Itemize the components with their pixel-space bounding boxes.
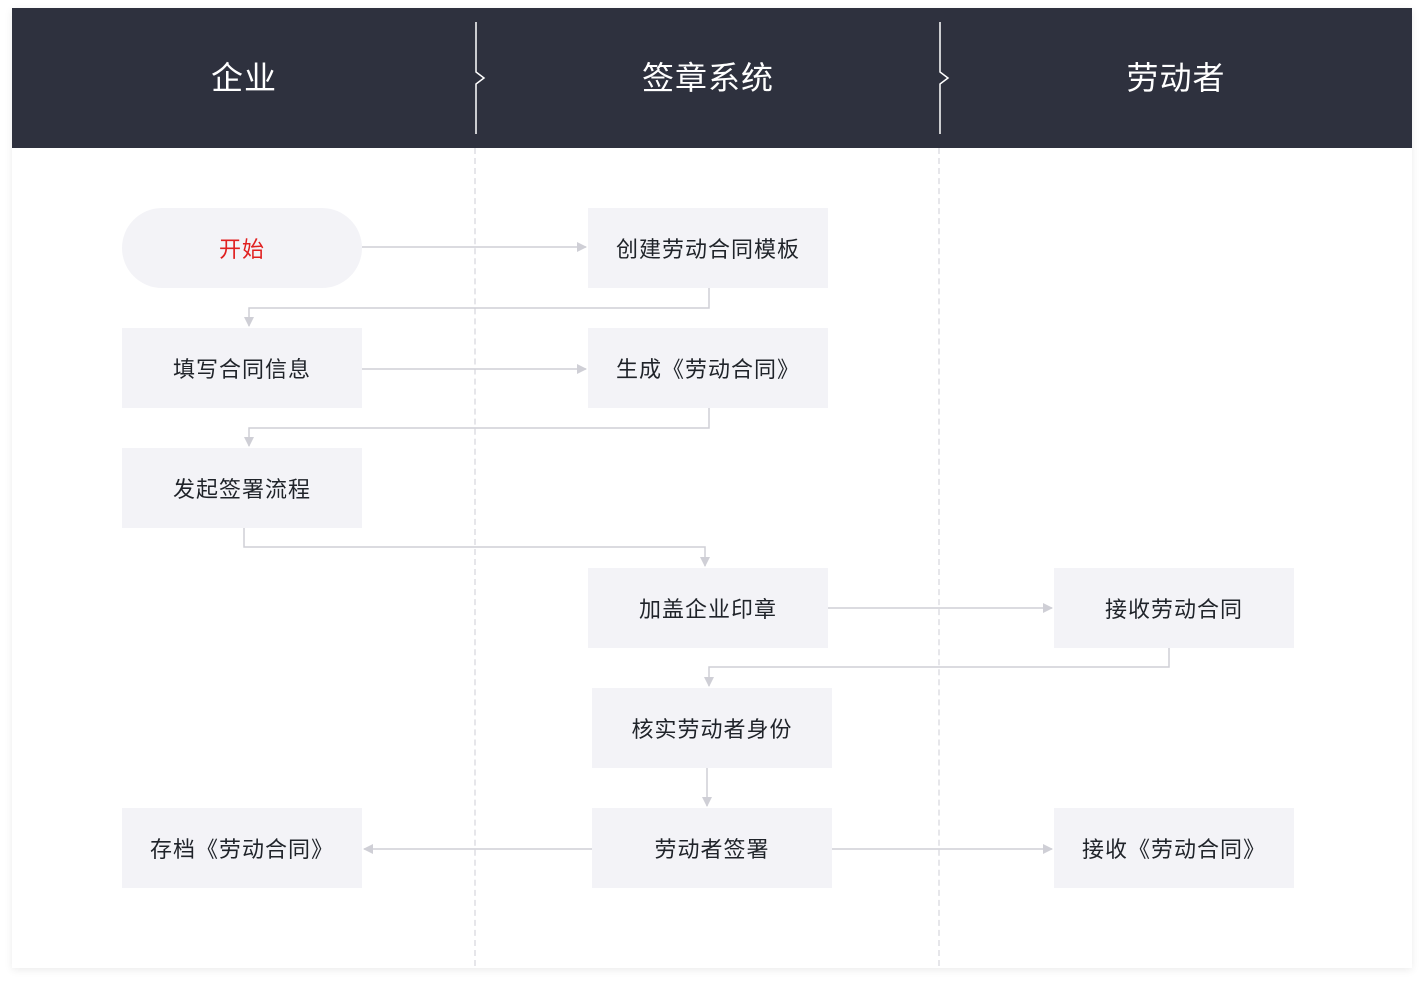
swimlane-header (12, 8, 1412, 148)
lane-title-worker: 劳动者 (1126, 59, 1226, 97)
node-create-template: 创建劳动合同模板 (588, 208, 828, 288)
node-initiate-signing: 发起签署流程 (122, 448, 362, 528)
lane-divider-1 (474, 148, 476, 966)
lane-title-system: 签章系统 (641, 59, 774, 97)
node-verify-identity: 核实劳动者身份 (592, 688, 832, 768)
node-add-seal: 加盖企业印章 (588, 568, 828, 648)
node-worker-sign: 劳动者签署 (592, 808, 832, 888)
node-fill-info: 填写合同信息 (122, 328, 362, 408)
lane-separator-chevron-2 (939, 22, 950, 134)
node-receive-contract: 接收劳动合同 (1054, 568, 1294, 648)
node-generate-contract: 生成《劳动合同》 (588, 328, 828, 408)
lane-separator-chevron-1 (475, 22, 486, 134)
lane-divider-2 (938, 148, 940, 966)
node-archive-contract: 存档《劳动合同》 (122, 808, 362, 888)
node-receive-final: 接收《劳动合同》 (1054, 808, 1294, 888)
node-start: 开始 (122, 208, 362, 288)
lane-title-enterprise: 企业 (210, 59, 277, 97)
